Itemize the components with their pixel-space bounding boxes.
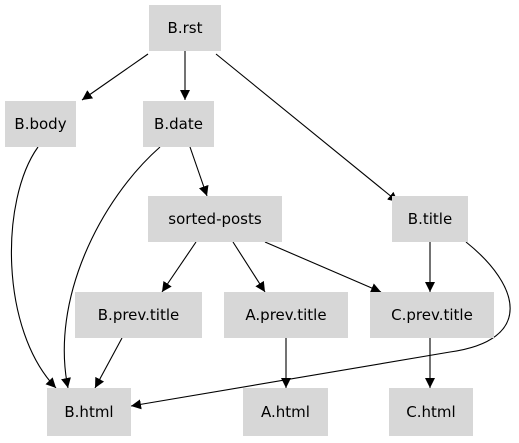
edge-sorted-posts-to-a-prev-title bbox=[232, 241, 266, 293]
edge-b-date-to-sorted-posts bbox=[189, 146, 209, 197]
edge-sorted-posts-to-b-prev-title bbox=[161, 241, 197, 293]
edge-b-body-to-b-html bbox=[10, 146, 57, 389]
node-b-prev-title: B.prev.title bbox=[75, 292, 202, 338]
node-b-body: B.body bbox=[5, 101, 76, 147]
node-c-html: C.html bbox=[389, 388, 473, 436]
node-c-prev-title: C.prev.title bbox=[370, 292, 494, 338]
node-b-date: B.date bbox=[143, 101, 214, 147]
edge-b-prev-title-to-b-html bbox=[94, 337, 123, 389]
node-b-title: B.title bbox=[392, 196, 468, 242]
node-sorted-posts: sorted-posts bbox=[148, 196, 282, 242]
node-b-rst: B.rst bbox=[149, 5, 221, 51]
edge-b-rst-to-b-body bbox=[81, 53, 149, 101]
edge-b-date-to-b-html bbox=[61, 146, 161, 389]
node-a-prev-title: A.prev.title bbox=[224, 292, 348, 338]
edge-b-title-to-b-html bbox=[130, 241, 511, 410]
edge-sorted-posts-to-c-prev-title bbox=[264, 241, 382, 293]
edge-b-rst-to-b-title bbox=[215, 53, 399, 203]
node-b-html: B.html bbox=[47, 388, 131, 436]
node-a-html: A.html bbox=[243, 388, 328, 436]
